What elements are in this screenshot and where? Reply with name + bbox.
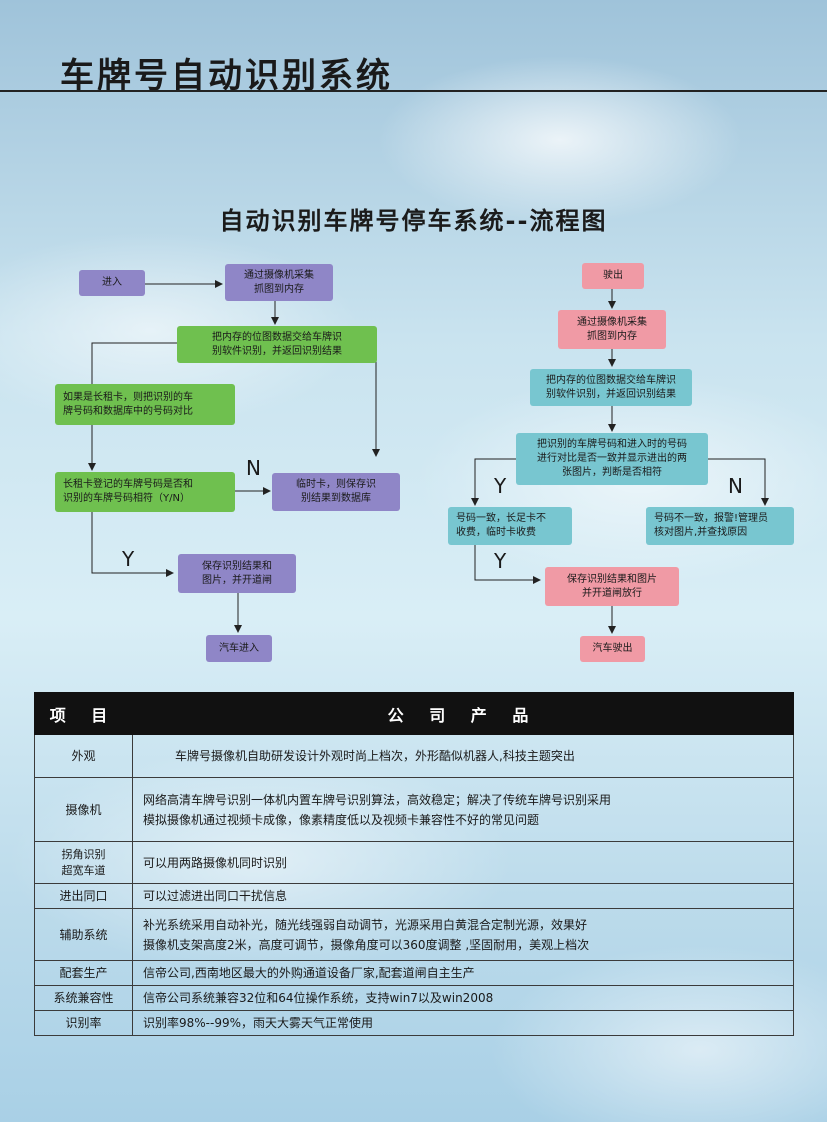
flow-right-capture: 通过摄像机采集 抓图到内存 [558, 310, 666, 349]
table-header-item: 项 目 [34, 692, 133, 735]
row-value: 识别率98%--99%，雨天大雾天气正常使用 [132, 1010, 794, 1036]
row-label: 识别率 [34, 1010, 133, 1036]
page-title: 车牌号自动识别系统 [60, 56, 393, 96]
table-row: 进出同口 可以过滤进出同口干扰信息 [34, 883, 794, 909]
flow-right-compare: 把识别的车牌号码和进入时的号码 进行对比是否一致并显示进出的两 张图片，判断是否… [516, 433, 708, 485]
row-value: 信帝公司系统兼容32位和64位操作系统，支持win7以及win2008 [132, 985, 794, 1011]
row-value: 信帝公司,西南地区最大的外购通道设备厂家,配套道闸自主生产 [132, 960, 794, 986]
flow-left-long-card: 如果是长租卡，则把识别的车 牌号码和数据库中的号码对比 [55, 384, 235, 425]
flow-left-process: 把内存的位图数据交给车牌识 别软件识别，并返回识别结果 [177, 326, 377, 363]
flow-left-enter: 进入 [79, 270, 145, 296]
flow-right-save-open: 保存识别结果和图片 并开道闸放行 [545, 567, 679, 606]
row-label: 进出同口 [34, 883, 133, 909]
flow-right-y-label-1: Y [494, 474, 507, 498]
table-header-product: 公 司 产 品 [132, 692, 794, 735]
row-label: 系统兼容性 [34, 985, 133, 1011]
product-spec-table: 项 目 公 司 产 品 外观 车牌号摄像机自助研发设计外观时尚上档次，外形酷似机… [34, 692, 794, 1036]
table-row: 识别率 识别率98%--99%，雨天大雾天气正常使用 [34, 1010, 794, 1036]
flow-right-process: 把内存的位图数据交给车牌识 别软件识别，并返回识别结果 [530, 369, 692, 406]
header-divider [0, 90, 827, 92]
flow-left-capture: 通过摄像机采集 抓图到内存 [225, 264, 333, 301]
table-row: 摄像机 网络高清车牌号识别一体机内置车牌号识别算法，高效稳定；解决了传统车牌号识… [34, 777, 794, 842]
flow-left-n-label: N [246, 456, 261, 480]
table-row: 配套生产 信帝公司,西南地区最大的外购通道设备厂家,配套道闸自主生产 [34, 960, 794, 986]
row-value: 可以用两路摄像机同时识别 [132, 841, 794, 884]
flow-left-y-label: Y [122, 547, 135, 571]
row-value: 补光系统采用自动补光，随光线强弱自动调节，光源采用白黄混合定制光源，效果好 摄像… [132, 908, 794, 961]
row-label: 摄像机 [34, 777, 133, 842]
table-row: 辅助系统 补光系统采用自动补光，随光线强弱自动调节，光源采用白黄混合定制光源，效… [34, 908, 794, 961]
flow-right-mismatch: 号码不一致，报警!管理员 核对图片,并查找原因 [646, 507, 794, 545]
table-row: 拐角识别 超宽车道 可以用两路摄像机同时识别 [34, 841, 794, 884]
flowchart-title: 自动识别车牌号停车系统--流程图 [219, 207, 608, 235]
flowchart-connectors [88, 280, 769, 634]
flow-left-save-open: 保存识别结果和 图片，并开道闸 [178, 554, 296, 593]
row-value: 车牌号摄像机自助研发设计外观时尚上档次，外形酷似机器人,科技主题突出 [132, 734, 794, 778]
flow-left-compare: 长租卡登记的车牌号码是否和 识别的车牌号码相符（Y/N） [55, 472, 235, 512]
flow-right-match: 号码一致，长足卡不 收费，临时卡收费 [448, 507, 572, 545]
flow-right-n-label: N [728, 474, 743, 498]
table-row: 系统兼容性 信帝公司系统兼容32位和64位操作系统，支持win7以及win200… [34, 985, 794, 1011]
flow-right-car-out: 汽车驶出 [580, 636, 645, 662]
row-label: 辅助系统 [34, 908, 133, 961]
row-label: 拐角识别 超宽车道 [34, 841, 133, 884]
table-header-row: 项 目 公 司 产 品 [34, 692, 794, 735]
flow-left-car-in: 汽车进入 [206, 635, 272, 662]
row-label: 配套生产 [34, 960, 133, 986]
row-value: 可以过滤进出同口干扰信息 [132, 883, 794, 909]
table-row: 外观 车牌号摄像机自助研发设计外观时尚上档次，外形酷似机器人,科技主题突出 [34, 734, 794, 778]
flow-right-y-label-2: Y [494, 549, 507, 573]
flow-right-exit: 驶出 [582, 263, 644, 289]
flow-left-temp-card: 临时卡，则保存识 别结果到数据库 [272, 473, 400, 511]
row-value: 网络高清车牌号识别一体机内置车牌号识别算法，高效稳定；解决了传统车牌号识别采用 … [132, 777, 794, 842]
row-label: 外观 [34, 734, 133, 778]
